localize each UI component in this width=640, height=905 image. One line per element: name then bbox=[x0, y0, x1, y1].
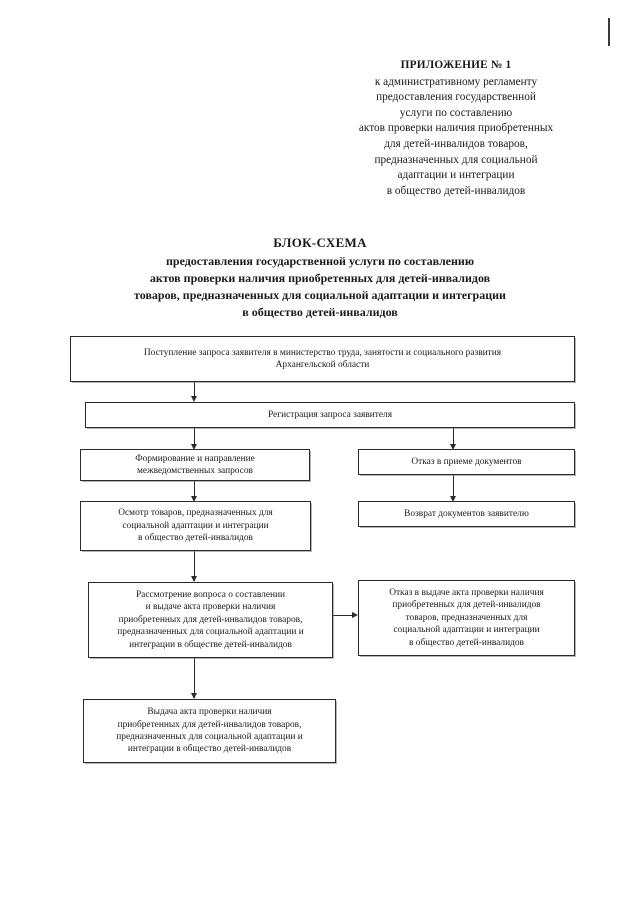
node-goods-inspection-line-2: социальной адаптации и интеграции bbox=[122, 520, 269, 531]
node-registration: Регистрация запроса заявителя bbox=[85, 402, 575, 428]
appendix-line-3: услуги по составлению bbox=[399, 106, 513, 119]
arrowhead-request-to-registration bbox=[191, 396, 197, 402]
node-refusal-issue-line-5: в общество детей-инвалидов bbox=[409, 637, 524, 648]
page-title: БЛОК-СХЕМА предоставления государственно… bbox=[40, 234, 600, 321]
node-issue-act-line-2: приобретенных для детей-инвалидов товаро… bbox=[117, 719, 302, 730]
node-refusal-issue: Отказ в выдаче акта проверки наличия при… bbox=[358, 580, 575, 656]
arrowhead-interagency-to-inspection bbox=[191, 496, 197, 502]
connector-consideration-to-refusal-issue bbox=[333, 615, 355, 616]
node-consideration-line-5: интеграции в обществе детей-инвалидов bbox=[129, 639, 292, 650]
node-refusal-accept: Отказ в приеме документов bbox=[358, 449, 575, 475]
node-request-received: Поступление запроса заявителя в министер… bbox=[70, 336, 575, 382]
arrowhead-consideration-to-refusal-issue bbox=[352, 611, 358, 618]
appendix-line-5: для детей-инвалидов товаров, bbox=[384, 137, 528, 150]
node-refusal-issue-line-1: Отказ в выдаче акта проверки наличия bbox=[389, 587, 544, 598]
appendix-line-1: к административному регламенту bbox=[374, 75, 538, 88]
page-title-line-2: актов проверки наличия приобретенных для… bbox=[149, 271, 491, 285]
node-consideration-line-2: и выдаче акта проверки наличия bbox=[145, 602, 276, 613]
node-refusal-issue-line-2: приобретенных для детей-инвалидов bbox=[392, 600, 541, 611]
appendix-line-8: в общество детей-инвалидов bbox=[386, 184, 526, 197]
node-issue-act: Выдача акта проверки наличия приобретенн… bbox=[83, 699, 336, 763]
node-return-documents-line-1: Возврат документов заявителю bbox=[404, 508, 529, 519]
connector-refusal-accept-to-return bbox=[453, 475, 454, 499]
node-request-received-line-2: Архангельской области bbox=[275, 360, 370, 370]
scan-tick-mark bbox=[608, 18, 610, 46]
node-issue-act-line-3: предназначенных для социальной адаптации… bbox=[116, 732, 303, 742]
node-goods-inspection-line-1: Осмотр товаров, предназначенных для bbox=[118, 508, 273, 519]
connector-registration-to-refusal-accept bbox=[453, 428, 454, 447]
arrowhead-registration-to-interagency bbox=[191, 444, 197, 450]
arrowhead-inspection-to-consideration bbox=[191, 576, 197, 582]
node-goods-inspection: Осмотр товаров, предназначенных для соци… bbox=[80, 501, 311, 551]
node-goods-inspection-line-3: в общество детей-инвалидов bbox=[138, 533, 253, 544]
node-issue-act-line-4: интеграции в общество детей-инвалидов bbox=[127, 744, 292, 755]
appendix-line-6: предназначенных для социальной bbox=[374, 153, 538, 166]
appendix-header: ПРИЛОЖЕНИЕ № 1 к административному регла… bbox=[322, 58, 590, 199]
appendix-title: ПРИЛОЖЕНИЕ № 1 bbox=[400, 59, 512, 71]
node-consideration: Рассмотрение вопроса о составлении и выд… bbox=[88, 582, 333, 658]
node-refusal-issue-line-3: товаров, предназначенных для bbox=[405, 612, 528, 623]
connector-registration-to-interagency bbox=[194, 428, 195, 447]
connector-inspection-to-consideration bbox=[194, 551, 195, 581]
node-consideration-line-3: приобретенных для детей-инвалидов товаро… bbox=[118, 614, 303, 625]
connector-consideration-to-issue-act bbox=[194, 658, 195, 698]
connector-interagency-to-inspection bbox=[194, 481, 195, 499]
node-interagency-requests-line-2: межведомственных запросов bbox=[137, 466, 253, 476]
node-issue-act-line-1: Выдача акта проверки наличия bbox=[147, 707, 272, 718]
appendix-line-2: предоставления государственной bbox=[376, 91, 536, 104]
arrowhead-refusal-accept-to-return bbox=[450, 496, 456, 502]
node-interagency-requests: Формирование и направление межведомствен… bbox=[80, 449, 310, 481]
arrowhead-consideration-to-issue-act bbox=[191, 693, 197, 699]
node-refusal-issue-line-4: социальной адаптации и интеграции bbox=[393, 625, 540, 636]
page-title-line-4: в общество детей-инвалидов bbox=[242, 305, 398, 319]
arrowhead-registration-to-refusal-accept bbox=[450, 444, 456, 450]
node-consideration-line-4: предназначенных для социальной адаптации… bbox=[117, 627, 304, 638]
node-refusal-accept-line-1: Отказ в приеме документов bbox=[411, 456, 522, 467]
node-registration-line-1: Регистрация запроса заявителя bbox=[267, 409, 393, 420]
page-title-heading: БЛОК-СХЕМА bbox=[273, 235, 367, 250]
appendix-line-7: адаптации и интеграции bbox=[397, 169, 515, 182]
page-title-line-3: товаров, предназначенных для социальной … bbox=[134, 288, 506, 302]
page-title-line-1: предоставления государственной услуги по… bbox=[165, 254, 474, 268]
appendix-line-4: актов проверки наличия приобретенных bbox=[358, 122, 554, 135]
connector-request-to-registration bbox=[194, 382, 195, 399]
node-interagency-requests-line-1: Формирование и направление bbox=[135, 453, 255, 464]
node-return-documents: Возврат документов заявителю bbox=[358, 501, 575, 527]
node-request-received-line-1: Поступление запроса заявителя в министер… bbox=[143, 347, 502, 358]
node-consideration-line-1: Рассмотрение вопроса о составлении bbox=[135, 589, 286, 600]
